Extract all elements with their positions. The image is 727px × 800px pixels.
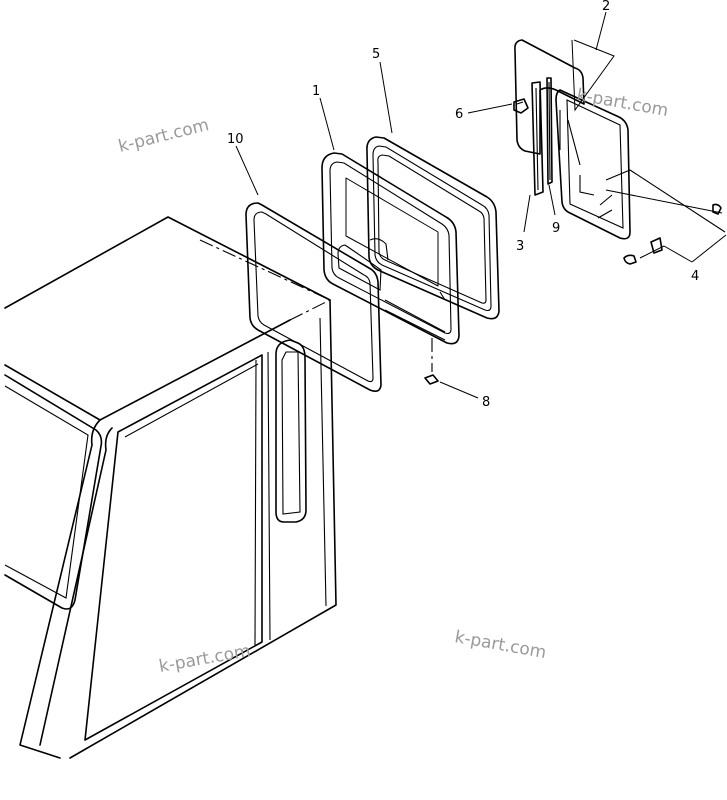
watermarks: k-part.com k-part.com k-part.com k-part.…: [116, 85, 669, 677]
part-6-latch: [513, 98, 529, 114]
callout-9: 9: [552, 221, 560, 236]
callout-8: 8: [482, 395, 490, 410]
callout-labels: 10 1 5 2 6 3 9 4 8: [227, 0, 699, 410]
part-5-gasket: [366, 136, 500, 320]
part-1-window-frame: [321, 152, 460, 345]
watermark: k-part.com: [157, 641, 252, 677]
callout-10: 10: [227, 132, 244, 147]
cab-body: [4, 216, 337, 759]
watermark: k-part.com: [453, 627, 548, 663]
part-2-glass-panels: [514, 39, 726, 240]
callout-5: 5: [372, 47, 380, 62]
watermark: k-part.com: [575, 85, 670, 121]
part-4-hardware: [623, 203, 722, 265]
part-3-9-channels: [531, 77, 553, 196]
callout-4: 4: [691, 269, 699, 284]
callout-3: 3: [516, 239, 524, 254]
part-10-seal-frame: [199, 202, 382, 392]
leader-lines: [235, 11, 727, 399]
callout-1: 1: [312, 84, 320, 99]
part-8-clip: [424, 338, 439, 385]
watermark: k-part.com: [116, 115, 211, 157]
callout-2: 2: [602, 0, 610, 14]
callout-6: 6: [455, 107, 463, 122]
